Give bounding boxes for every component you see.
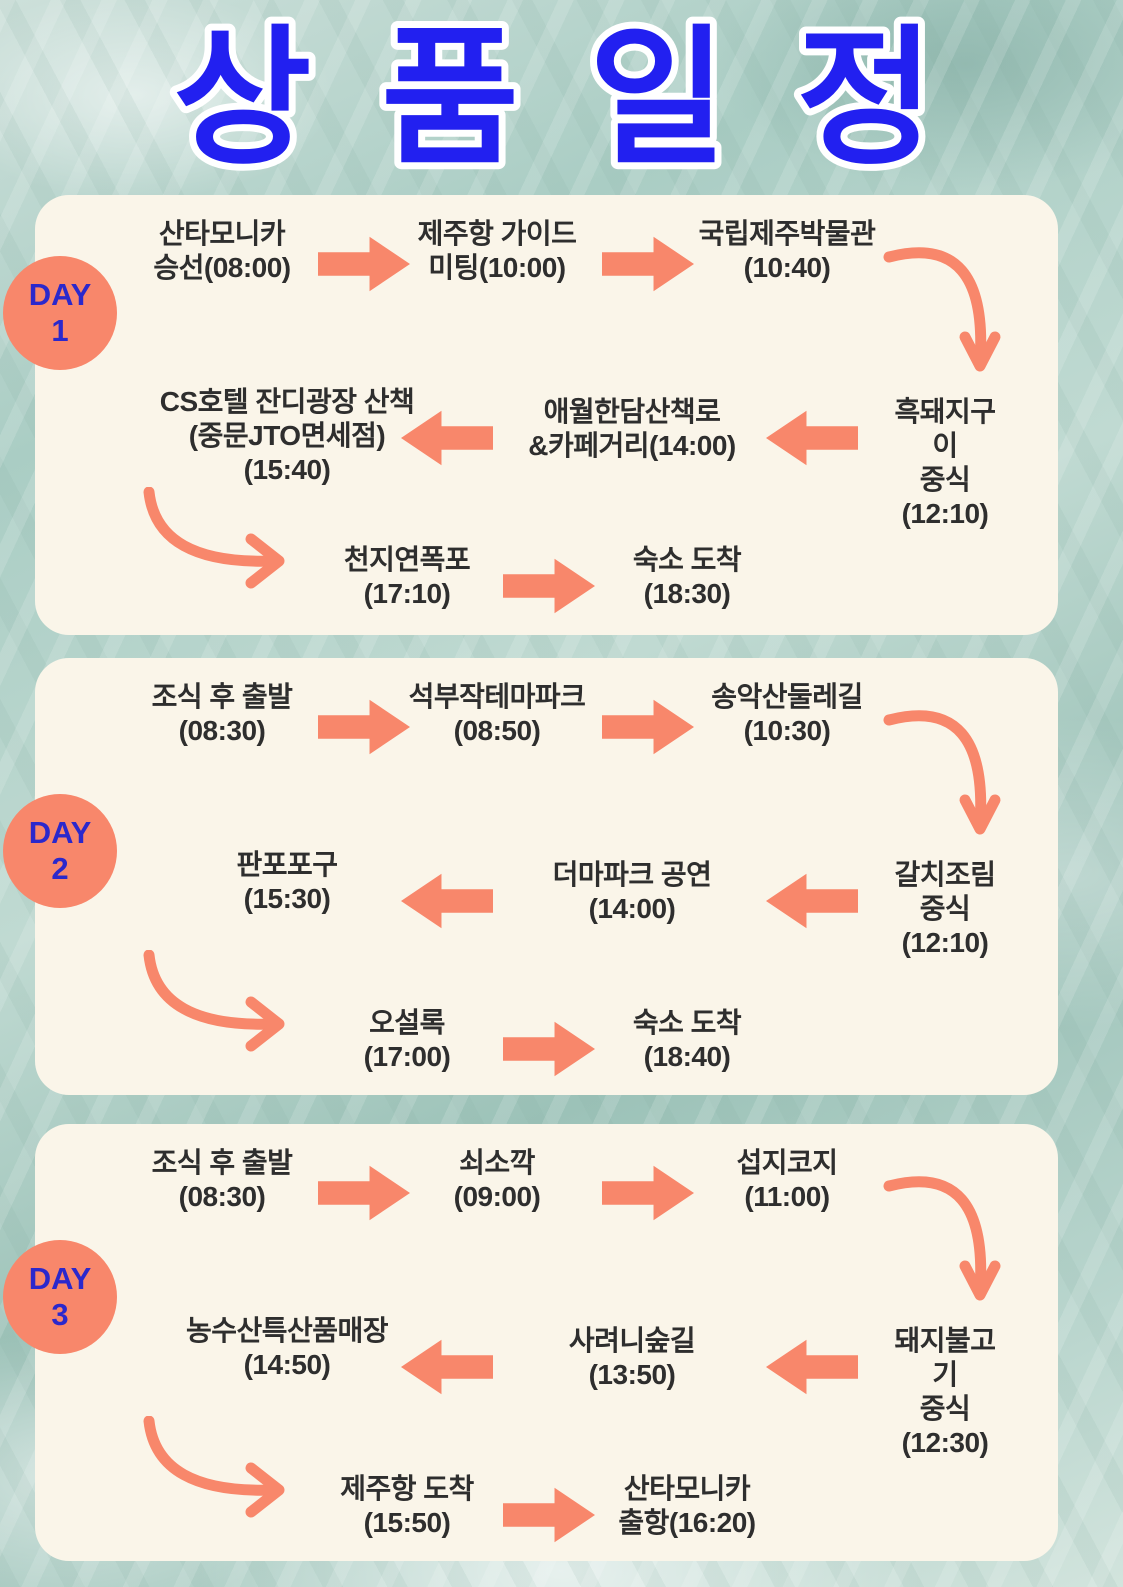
- day-2-panel: DAY 2 조식 후 출발 (08:30) 석부작테마파크 (08:50) 송악…: [3, 658, 1058, 1095]
- arrow-left-icon: [766, 1339, 858, 1395]
- arrow-right-icon: [602, 236, 694, 292]
- page-title: 상 품 일 정: [173, 14, 948, 182]
- itinerary-item: 판포포구 (15:30): [236, 849, 338, 914]
- curved-arrow-right-icon: [143, 1416, 285, 1518]
- arrow-left-icon: [766, 410, 858, 466]
- itinerary-item: 산타모니카 출항(16:20): [618, 1473, 756, 1538]
- itinerary-item: 석부작테마파크 (08:50): [408, 681, 586, 746]
- curved-arrow-right-icon: [143, 487, 285, 589]
- day-1-panel: DAY 1 산타모니카 승선(08:00) 제주항 가이드 미팅(10:00) …: [3, 195, 1058, 635]
- itinerary-item: 숙소 도착 (18:40): [632, 1007, 742, 1072]
- itinerary-item: 오설록 (17:00): [363, 1007, 451, 1072]
- itinerary-item: 제주항 도착 (15:50): [340, 1473, 474, 1538]
- itinerary-item: 국립제주박물관 (10:40): [698, 218, 876, 283]
- arrow-right-icon: [318, 699, 410, 755]
- itinerary-item: 조식 후 출발 (08:30): [151, 681, 293, 746]
- day-3-panel: DAY 3 조식 후 출발 (08:30) 쇠소깍 (09:00) 섭지코지 (…: [3, 1124, 1058, 1561]
- arrow-right-icon: [318, 236, 410, 292]
- day-number: 3: [51, 1297, 69, 1332]
- itinerary-item: 송악산둘레길 (10:30): [711, 681, 863, 746]
- itinerary-item: CS호텔 잔디광장 산책 (중문JTO면세점) (15:40): [159, 386, 415, 485]
- itinerary-item: 숙소 도착 (18:30): [632, 544, 742, 609]
- day-label: DAY: [28, 814, 92, 850]
- itinerary-item: 쇠소깍 (09:00): [453, 1147, 541, 1212]
- arrow-right-icon: [503, 1021, 595, 1077]
- arrow-right-icon: [503, 1487, 595, 1543]
- day-number: 2: [51, 851, 69, 886]
- arrow-left-icon: [401, 873, 493, 929]
- day-3-badge: DAY 3: [3, 1240, 117, 1354]
- itinerary-item: 산타모니카 승선(08:00): [153, 218, 291, 283]
- curved-arrow-down-icon: [883, 247, 1001, 372]
- itinerary-item: 천지연폭포 (17:10): [343, 544, 471, 609]
- day-label: DAY: [28, 1260, 92, 1296]
- day-2-badge: DAY 2: [3, 794, 117, 908]
- curved-arrow-down-icon: [883, 1176, 1001, 1301]
- day-1-badge: DAY 1: [3, 256, 117, 370]
- curved-arrow-down-icon: [883, 710, 1001, 835]
- day-number: 1: [51, 313, 69, 348]
- poster-title: 상 품 일 정: [166, 8, 948, 188]
- arrow-left-icon: [766, 873, 858, 929]
- itinerary-item: 조식 후 출발 (08:30): [151, 1147, 293, 1212]
- itinerary-item: 갈치조림 중식(12:10): [894, 859, 996, 958]
- itinerary-item: 제주항 가이드 미팅(10:00): [417, 218, 577, 283]
- itinerary-item: 농수산특산품매장 (14:50): [185, 1315, 389, 1380]
- itinerary-item: 돼지불고기 중식(12:30): [894, 1325, 996, 1458]
- itinerary-item: 더마파크 공연 (14:00): [552, 859, 712, 924]
- arrow-left-icon: [401, 1339, 493, 1395]
- arrow-right-icon: [318, 1165, 410, 1221]
- itinerary-item: 사려니숲길 (13:50): [568, 1325, 696, 1390]
- arrow-right-icon: [602, 699, 694, 755]
- itinerary-item: 섭지코지 (11:00): [736, 1147, 838, 1212]
- arrow-right-icon: [602, 1165, 694, 1221]
- day-label: DAY: [28, 276, 92, 312]
- itinerary-item: 흑돼지구이 중식(12:10): [894, 396, 996, 529]
- arrow-right-icon: [503, 558, 595, 614]
- curved-arrow-right-icon: [143, 950, 285, 1052]
- arrow-left-icon: [401, 410, 493, 466]
- itinerary-item: 애월한담산책로 &카페거리(14:00): [528, 396, 736, 461]
